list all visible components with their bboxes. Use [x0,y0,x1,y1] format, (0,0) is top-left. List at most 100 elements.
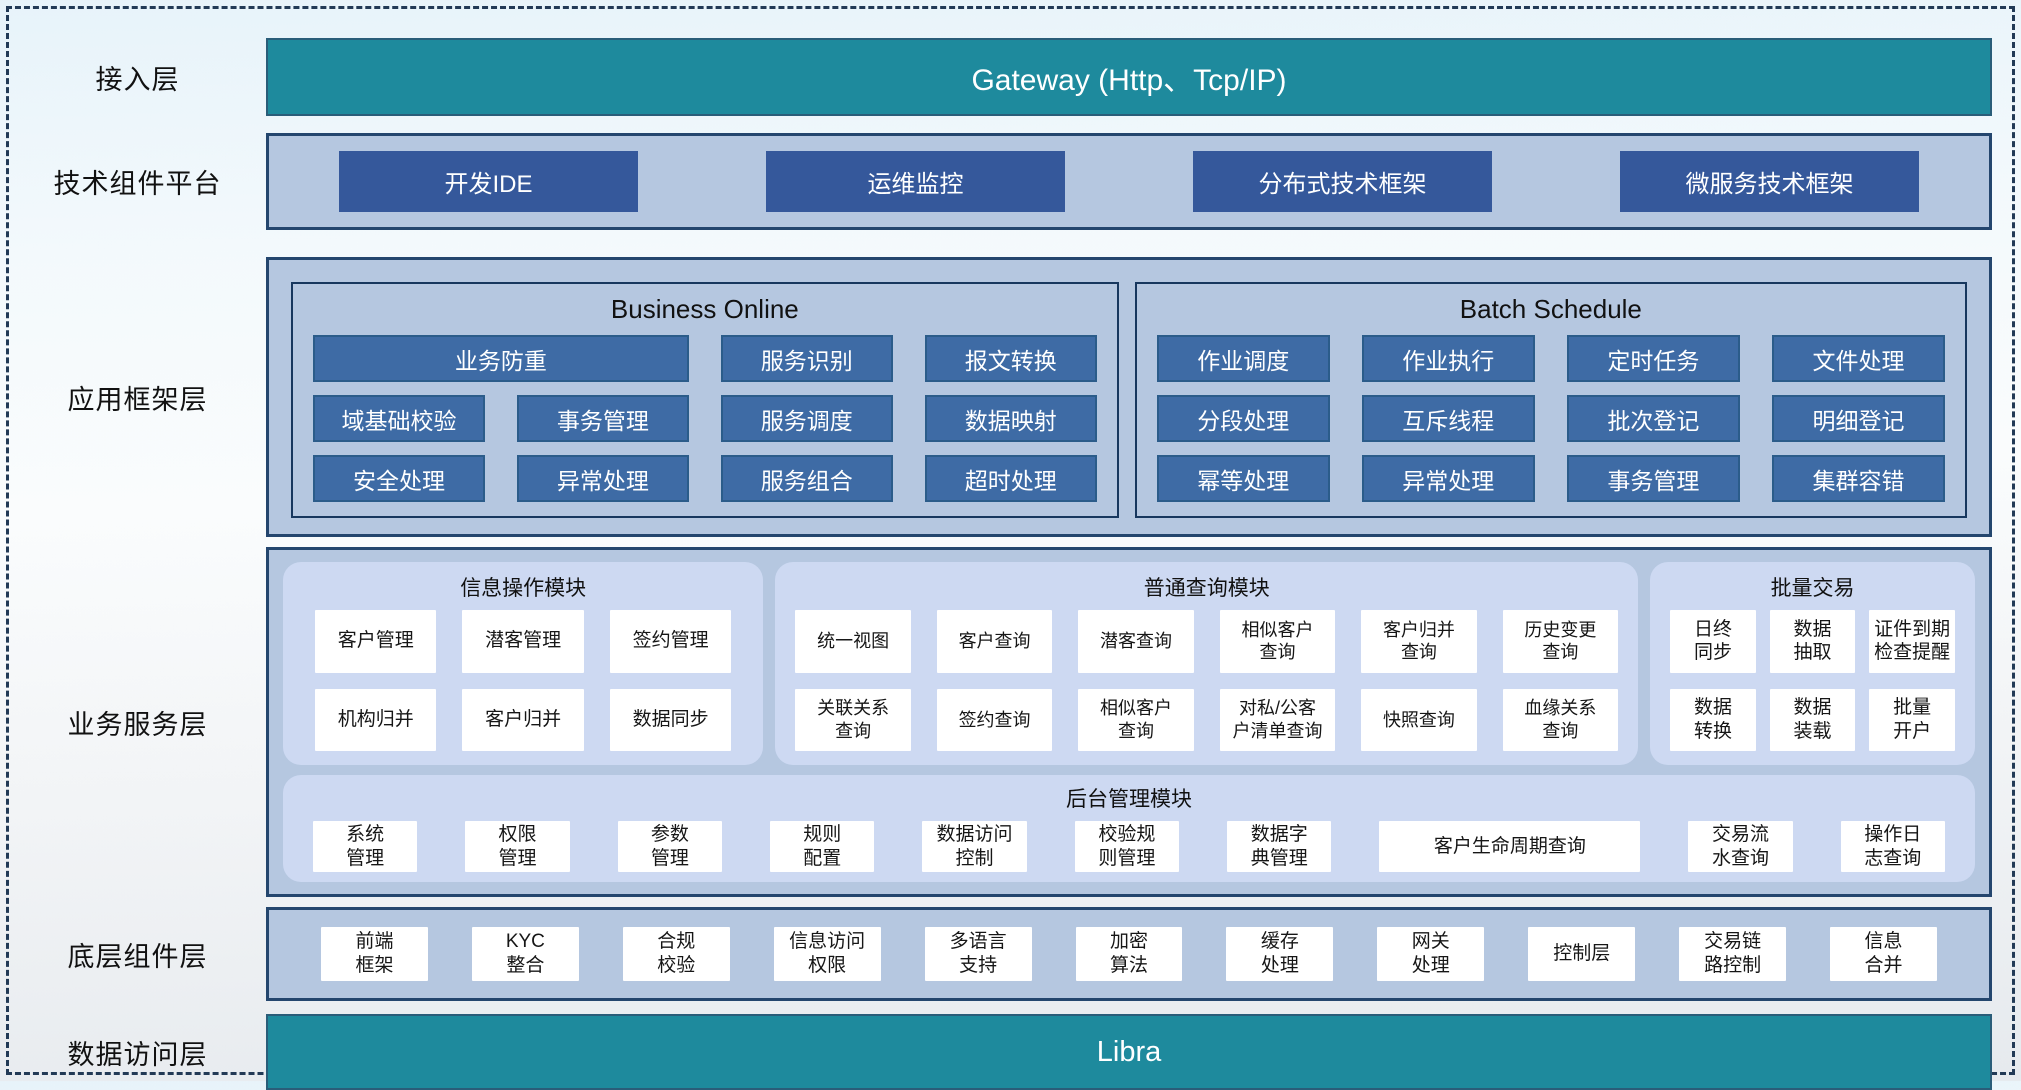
framework-chip: 报文转换 [925,335,1097,382]
admin-card: 系统 管理 [313,821,417,872]
base-card: 信息 合并 [1830,927,1937,981]
business-online-box: Business Online 业务防重 服务识别 报文转换 域基础校验 事务管… [291,282,1119,518]
tech-item-ops-monitoring: 运维监控 [766,151,1065,212]
admin-title: 后台管理模块 [313,777,1945,821]
base-card: 网关 处理 [1377,927,1484,981]
service-card: 潜客查询 [1078,610,1193,673]
framework-chip: 事务管理 [1567,455,1740,502]
framework-chip: 数据映射 [925,395,1097,442]
base-card: 控制层 [1528,927,1635,981]
tech-item-dev-ide: 开发IDE [339,151,638,212]
framework-chip: 定时任务 [1567,335,1740,382]
layer-base-components: 底层组件层 前端 框架 KYC 整合 合规 校验 信息访问 权限 多语言 支持 … [9,907,1992,1001]
libra-bar: Libra [266,1014,1992,1090]
framework-chip: 服务组合 [721,455,893,502]
service-card: 数据 装载 [1770,689,1856,752]
framework-chip: 明细登记 [1772,395,1945,442]
service-card: 统一视图 [795,610,910,673]
framework-chip: 集群容错 [1772,455,1945,502]
service-card: 潜客管理 [462,610,583,673]
batch-trade-title: 批量交易 [1668,566,1957,610]
admin-card: 参数 管理 [618,821,722,872]
admin-card: 规则 配置 [770,821,874,872]
framework-chip: 分段处理 [1157,395,1330,442]
base-card: KYC 整合 [472,927,579,981]
query-title: 普通查询模块 [793,566,1620,610]
layer-label-app-framework: 应用框架层 [9,257,266,537]
framework-chip: 幂等处理 [1157,455,1330,502]
framework-chip: 域基础校验 [313,395,485,442]
layer-label-access: 接入层 [9,38,266,116]
framework-chip: 异常处理 [1362,455,1535,502]
framework-chip: 服务识别 [721,335,893,382]
layer-business-service: 业务服务层 信息操作模块 客户管理 潜客管理 签约管理 机构归并 客户归并 [9,547,1992,897]
admin-card: 权限 管理 [465,821,569,872]
service-card: 相似客户 查询 [1220,610,1335,673]
admin-card: 操作日 志查询 [1841,821,1945,872]
layer-label-base-components: 底层组件层 [9,907,266,1001]
framework-chip: 批次登记 [1567,395,1740,442]
layer-label-tech-platform: 技术组件平台 [9,133,266,230]
layer-app-framework: 应用框架层 Business Online 业务防重 服务识别 报文转换 域基础… [9,257,1992,537]
layer-label-business-service: 业务服务层 [9,547,266,897]
framework-chip: 作业执行 [1362,335,1535,382]
admin-card: 数据字 典管理 [1227,821,1331,872]
service-card: 客户归并 查询 [1361,610,1476,673]
base-card: 合规 校验 [623,927,730,981]
framework-chip: 业务防重 [313,335,689,382]
service-card: 签约管理 [610,610,731,673]
framework-chip: 作业调度 [1157,335,1330,382]
layer-data-access: 数据访问层 Libra [9,1014,1992,1090]
app-framework-container: Business Online 业务防重 服务识别 报文转换 域基础校验 事务管… [266,257,1992,537]
service-card: 机构归并 [315,689,436,752]
service-card: 血缘关系 查询 [1503,689,1618,752]
framework-chip: 事务管理 [517,395,689,442]
service-card: 批量 开户 [1869,689,1955,752]
base-card: 前端 框架 [321,927,428,981]
batch-trade-panel: 批量交易 日终 同步 数据 抽取 证件到期 检查提醒 数据 转换 数据 装载 批… [1650,562,1975,765]
service-card: 日终 同步 [1670,610,1756,673]
tech-item-microservice-framework: 微服务技术框架 [1620,151,1919,212]
framework-chip: 超时处理 [925,455,1097,502]
service-card: 客户归并 [462,689,583,752]
admin-panel: 后台管理模块 系统 管理 权限 管理 参数 管理 规则 配置 数据访问 控制 校… [283,775,1975,882]
service-card: 客户查询 [937,610,1052,673]
service-card: 客户管理 [315,610,436,673]
base-components-container: 前端 框架 KYC 整合 合规 校验 信息访问 权限 多语言 支持 加密 算法 … [266,907,1992,1001]
admin-card: 校验规 则管理 [1075,821,1179,872]
tech-platform-container: 开发IDE 运维监控 分布式技术框架 微服务技术框架 [266,133,1992,230]
info-ops-panel: 信息操作模块 客户管理 潜客管理 签约管理 机构归并 客户归并 数据同步 [283,562,763,765]
service-card: 签约查询 [937,689,1052,752]
service-card: 数据同步 [610,689,731,752]
batch-schedule-box: Batch Schedule 作业调度 作业执行 定时任务 文件处理 分段处理 … [1135,282,1967,518]
service-card: 对私/公客 户清单查询 [1220,689,1335,752]
service-card: 相似客户 查询 [1078,689,1193,752]
service-card: 历史变更 查询 [1503,610,1618,673]
info-ops-title: 信息操作模块 [301,566,745,610]
base-card: 缓存 处理 [1226,927,1333,981]
layer-label-data-access: 数据访问层 [9,1014,266,1090]
framework-chip: 安全处理 [313,455,485,502]
batch-schedule-title: Batch Schedule [1157,290,1945,335]
tech-item-distributed-framework: 分布式技术框架 [1193,151,1492,212]
query-panel: 普通查询模块 统一视图 客户查询 潜客查询 相似客户 查询 客户归并 查询 历史… [775,562,1638,765]
layer-access: 接入层 Gateway (Http、Tcp/IP) [9,38,1992,116]
service-card: 证件到期 检查提醒 [1869,610,1955,673]
base-card: 信息访问 权限 [774,927,881,981]
admin-card: 数据访问 控制 [922,821,1026,872]
admin-card: 交易流 水查询 [1688,821,1792,872]
business-online-title: Business Online [313,290,1097,335]
framework-chip: 异常处理 [517,455,689,502]
base-card: 交易链 路控制 [1679,927,1786,981]
base-card: 多语言 支持 [925,927,1032,981]
framework-chip: 互斥线程 [1362,395,1535,442]
framework-chip: 服务调度 [721,395,893,442]
service-card: 数据 转换 [1670,689,1756,752]
service-card: 数据 抽取 [1770,610,1856,673]
admin-card: 客户生命周期查询 [1379,821,1640,872]
architecture-diagram-frame: 接入层 Gateway (Http、Tcp/IP) 技术组件平台 开发IDE 运… [6,6,2015,1075]
business-service-container: 信息操作模块 客户管理 潜客管理 签约管理 机构归并 客户归并 数据同步 [266,547,1992,897]
service-card: 关联关系 查询 [795,689,910,752]
layer-tech-platform: 技术组件平台 开发IDE 运维监控 分布式技术框架 微服务技术框架 [9,133,1992,230]
service-card: 快照查询 [1361,689,1476,752]
